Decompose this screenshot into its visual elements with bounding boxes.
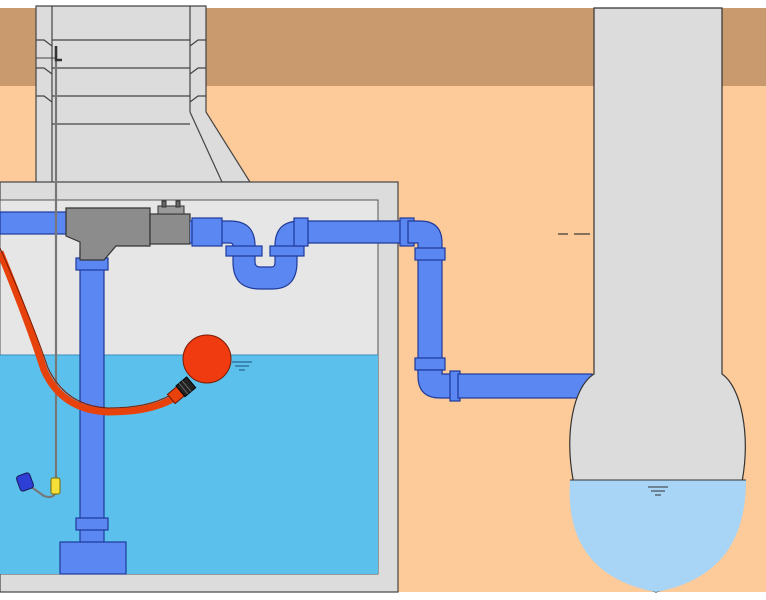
riser-pipe	[75, 249, 109, 547]
siphon-couplings	[191, 217, 415, 257]
pump-base	[59, 541, 127, 575]
level-sensor	[16, 46, 62, 499]
sensor-probe-yellow	[50, 477, 61, 495]
well-water	[569, 480, 746, 592]
receiving-well	[558, 7, 746, 593]
float-connector	[166, 376, 197, 405]
well-water-level-mark	[648, 486, 668, 496]
bottom-border	[0, 592, 766, 600]
tank-water-level-mark	[232, 361, 252, 371]
sensor-probe-blue	[16, 472, 34, 492]
collection-tank	[0, 181, 399, 593]
outlet-pipe	[407, 220, 593, 402]
float-ball	[182, 334, 232, 384]
float-hose	[0, 250, 185, 416]
check-valve	[65, 200, 191, 261]
siphon-loop	[190, 221, 408, 289]
float-switch	[0, 247, 232, 416]
manhole-ring-joints	[36, 39, 206, 125]
